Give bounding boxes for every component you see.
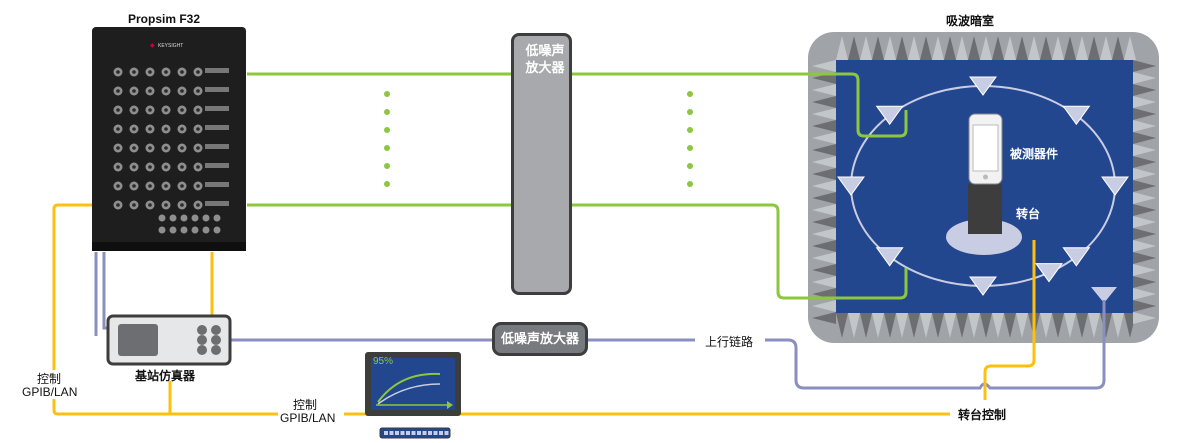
downlink-green-lines bbox=[247, 72, 908, 300]
lna-vertical-label: 低噪声放大器 bbox=[525, 43, 565, 75]
turntable-post bbox=[968, 184, 1002, 234]
lna-horizontal: 低噪声放大器 bbox=[492, 322, 588, 356]
control-left-line1: 控制 bbox=[37, 370, 62, 387]
dut-label: 被测器件 bbox=[1010, 147, 1059, 161]
control-left-line2: GPIB/LAN bbox=[22, 385, 78, 399]
uplink-label: 上行链路 bbox=[702, 333, 757, 350]
monitor-percent: 95% bbox=[373, 356, 394, 367]
anechoic-chamber bbox=[808, 32, 1159, 343]
turntable-label: 转台 bbox=[1016, 207, 1041, 221]
base-station-label: 基站仿真器 bbox=[135, 369, 196, 383]
keysight-logo: ◆ bbox=[150, 43, 155, 49]
turntable-disc bbox=[946, 219, 1022, 255]
chamber-title: 吸波暗室 bbox=[946, 14, 995, 28]
control-mid-line1: 控制 bbox=[293, 398, 318, 412]
absorber-spikes bbox=[812, 36, 1156, 338]
propsim-title: Propsim F32 bbox=[128, 12, 201, 26]
ellipsis-dots bbox=[384, 91, 693, 187]
base-station-emulator bbox=[106, 314, 232, 366]
propsim-f32-unit: ◆ KEYSIGHT bbox=[92, 27, 246, 251]
svg-text:KEYSIGHT: KEYSIGHT bbox=[158, 43, 183, 49]
dut-phone-icon bbox=[968, 113, 1003, 185]
turntable-control-label: 转台控制 bbox=[955, 406, 1010, 423]
lna-vertical: 低噪声放大器 bbox=[511, 33, 572, 295]
monitor-icon bbox=[365, 352, 461, 439]
control-mid-line2: GPIB/LAN bbox=[280, 411, 336, 425]
probe-antennas bbox=[837, 76, 1129, 303]
